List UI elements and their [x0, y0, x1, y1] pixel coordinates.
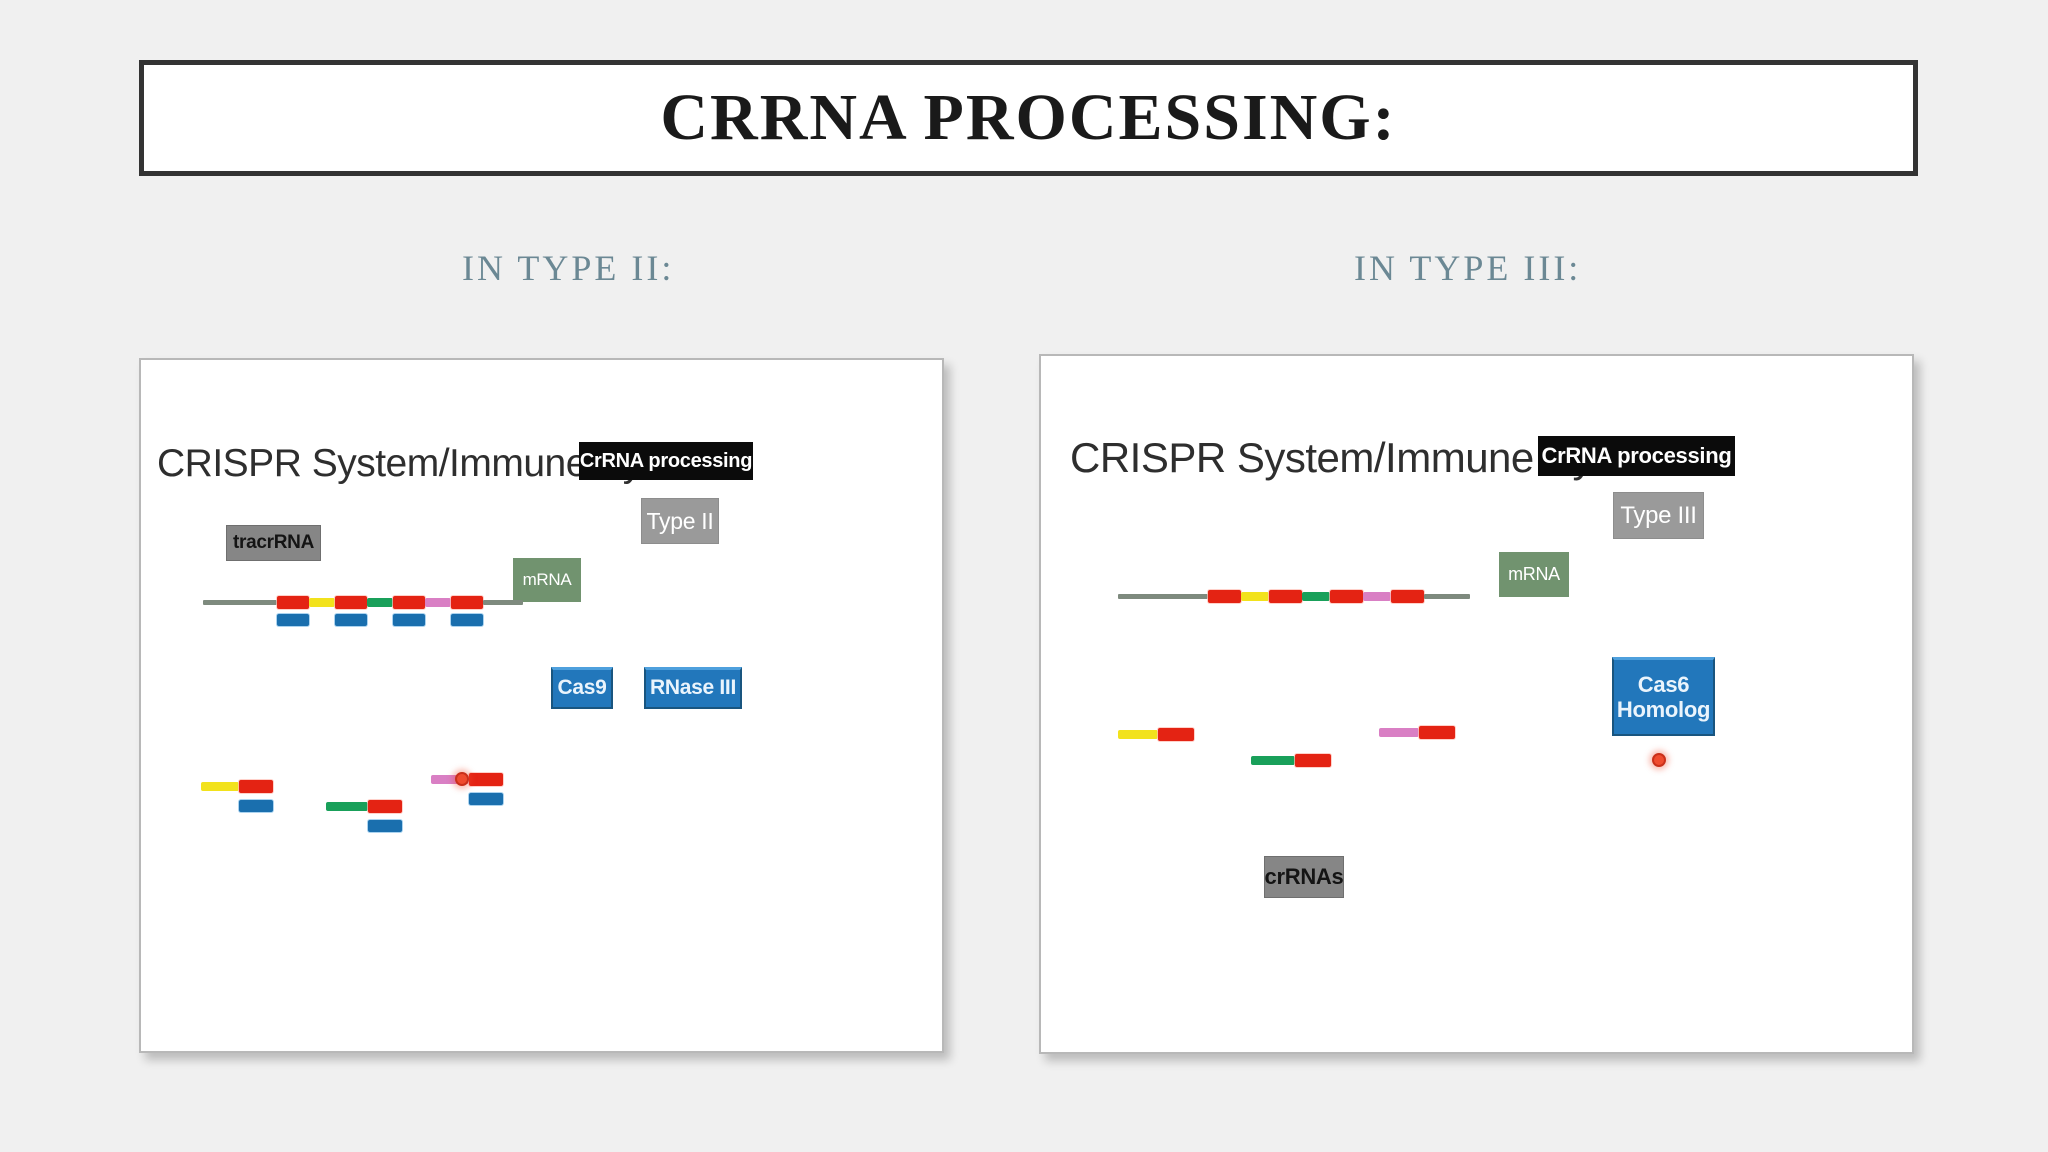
strand-segment-repeat [469, 772, 503, 786]
crrnas-label-type3: crRNAs [1264, 856, 1344, 898]
rnase3-label-type2: RNase III [644, 667, 742, 709]
strand-segment-backbone [1118, 593, 1208, 599]
strand-segment-spacer [367, 597, 393, 607]
strand-segment-repeat [239, 779, 273, 793]
strand-segment-backbone [1424, 593, 1470, 599]
crrna-fragment-type2-2 [326, 799, 402, 832]
crrna-processing-badge-type3: CrRNA processing [1538, 436, 1735, 476]
page-title-box: CRRNA PROCESSING: [139, 60, 1918, 176]
cas6-line-2: Homolog [1616, 697, 1711, 722]
strand-segment-repeat [393, 595, 425, 609]
strand-segment-repeat [368, 799, 402, 813]
crrna-fragment-type3-1 [1118, 727, 1194, 741]
strand-segment-spacer [309, 597, 335, 607]
tracrrna-label-type2: tracrRNA [226, 525, 321, 561]
section-subtitle-type3: IN TYPE III: [1354, 248, 1582, 288]
crrna-fragment-type3-2 [1251, 753, 1331, 767]
tracrrna-duplex-bar [335, 614, 367, 626]
strand-segment-spacer [1363, 591, 1391, 601]
strand-segment-repeat [1330, 589, 1363, 603]
strand-segment-repeat [1208, 589, 1241, 603]
strand-segment-repeat [1269, 589, 1302, 603]
tracrrna-duplex-bar [368, 820, 402, 832]
slide-image-type2[interactable]: CRISPR System/Immune System CrRNA proces… [139, 358, 944, 1053]
cas6-line-1: Cas6 [1637, 671, 1690, 697]
tracrrna-duplex-bar [277, 614, 309, 626]
tracrrna-duplex-bar [469, 793, 503, 805]
strand-segment-spacer [1251, 755, 1295, 765]
cas6-homolog-label-type3: Cas6 Homolog [1612, 657, 1715, 736]
strand-segment-repeat [1391, 589, 1424, 603]
crrna-fragment-type2-3 [431, 772, 503, 805]
strand-segment-repeat [1419, 725, 1455, 739]
strand-segment-spacer [1118, 729, 1158, 739]
strand-segment-spacer [201, 781, 239, 791]
type-badge-type2: Type II [641, 498, 719, 544]
tracrrna-duplex-bar [393, 614, 425, 626]
strand-segment-repeat [1158, 727, 1194, 741]
tracrrna-duplex-bar [239, 800, 273, 812]
precursor-strand-type3 [1118, 589, 1483, 603]
strand-segment-spacer [431, 774, 469, 784]
page-title: CRRNA PROCESSING: [660, 81, 1397, 154]
crrna-fragment-type3-3 [1379, 725, 1455, 739]
strand-segment-repeat [277, 595, 309, 609]
crrna-processing-badge-type2: CrRNA processing [579, 442, 753, 480]
section-subtitle-type2: IN TYPE II: [462, 248, 675, 288]
type-badge-type3: Type III [1613, 492, 1704, 539]
strand-segment-backbone [203, 599, 277, 605]
cas9-label-type2: Cas9 [551, 667, 613, 709]
strand-segment-spacer [425, 597, 451, 607]
strand-segment-repeat [335, 595, 367, 609]
mrna-label-type2: mRNA [513, 558, 581, 602]
slide-image-type3[interactable]: CRISPR System/Immune System CrRNA proces… [1039, 354, 1914, 1054]
strand-segment-spacer [1302, 591, 1330, 601]
crrna-fragment-type2-1 [201, 779, 273, 812]
mrna-label-type3: mRNA [1499, 552, 1569, 597]
tracrrna-duplex-bar [451, 614, 483, 626]
cleavage-dot-type3 [1652, 753, 1666, 767]
cleavage-dot [455, 772, 469, 786]
strand-segment-spacer [1379, 727, 1419, 737]
strand-segment-repeat [451, 595, 483, 609]
strand-segment-backbone [483, 599, 523, 605]
precursor-strand-type2 [203, 595, 523, 626]
strand-segment-spacer [326, 801, 368, 811]
strand-segment-repeat [1295, 753, 1331, 767]
strand-segment-spacer [1241, 591, 1269, 601]
